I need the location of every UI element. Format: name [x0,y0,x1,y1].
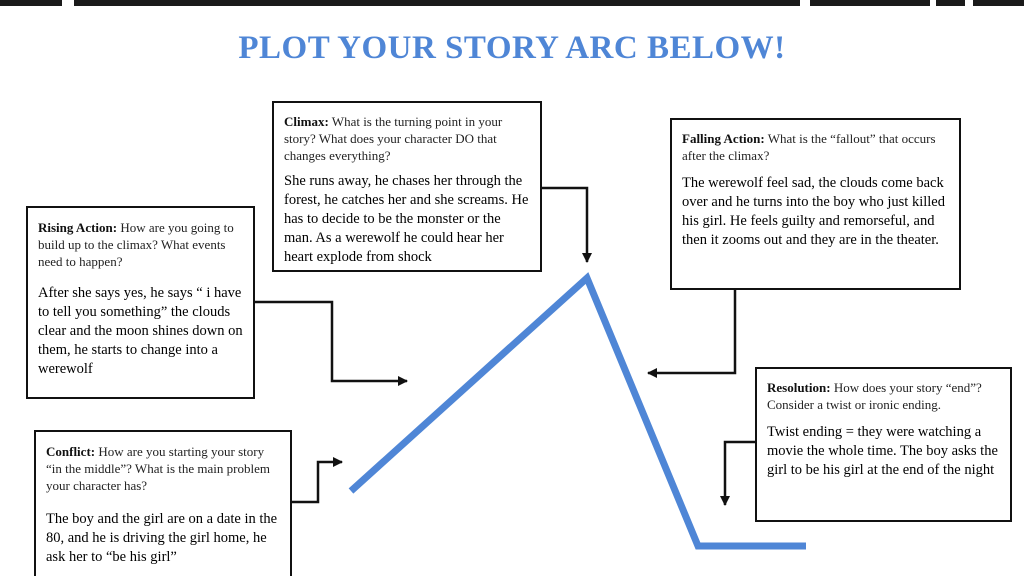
story-arc-line [348,272,806,550]
falling-action-box: Falling Action: What is the “fallout” th… [670,118,961,290]
rising-action-box: Rising Action: How are you going to buil… [26,206,255,399]
conflict-heading: Conflict: [46,444,96,459]
conflict-answer: The boy and the girl are on a date in th… [46,511,278,565]
resolution-prompt-text: How does your story “end”? Consider a tw… [767,380,982,412]
climax-answer: She runs away, he chases her through the… [284,173,529,265]
conflict-prompt-text: How are you starting your story “in the … [46,444,270,493]
resolution-prompt: Resolution: How does your story “end”? C… [767,379,1002,413]
climax-prompt: Climax: What is the turning point in you… [284,113,532,164]
falling-action-prompt-text: What is the “fallout” that occurs after … [682,131,936,163]
resolution-heading: Resolution: [767,380,831,395]
falling-action-prompt: Falling Action: What is the “fallout” th… [682,130,951,164]
resolution-arrow [720,440,756,506]
rising-action-heading: Rising Action: [38,220,118,235]
conflict-box: Conflict: How are you starting your stor… [34,430,292,576]
page-title: PLOT YOUR STORY ARC BELOW! [238,30,786,66]
resolution-answer: Twist ending = they were watching a movi… [767,424,998,478]
falling-action-arrow [647,288,737,378]
rising-action-prompt-text: How are you going to build up to the cli… [38,220,234,269]
resolution-box: Resolution: How does your story “end”? C… [755,367,1012,522]
climax-box: Climax: What is the turning point in you… [272,101,542,272]
conflict-arrow [291,457,343,504]
rising-action-answer: After she says yes, he says “ i have to … [38,285,243,377]
falling-action-heading: Falling Action: [682,131,765,146]
rising-action-arrow [254,300,408,386]
falling-action-answer: The werewolf feel sad, the clouds come b… [682,175,945,248]
rising-action-prompt: Rising Action: How are you going to buil… [38,219,245,270]
climax-prompt-text: What is the turning point in your story?… [284,114,503,163]
top-border-bar [0,0,1024,6]
climax-arrow [541,186,592,263]
conflict-prompt: Conflict: How are you starting your stor… [46,443,282,494]
climax-heading: Climax: [284,114,329,129]
